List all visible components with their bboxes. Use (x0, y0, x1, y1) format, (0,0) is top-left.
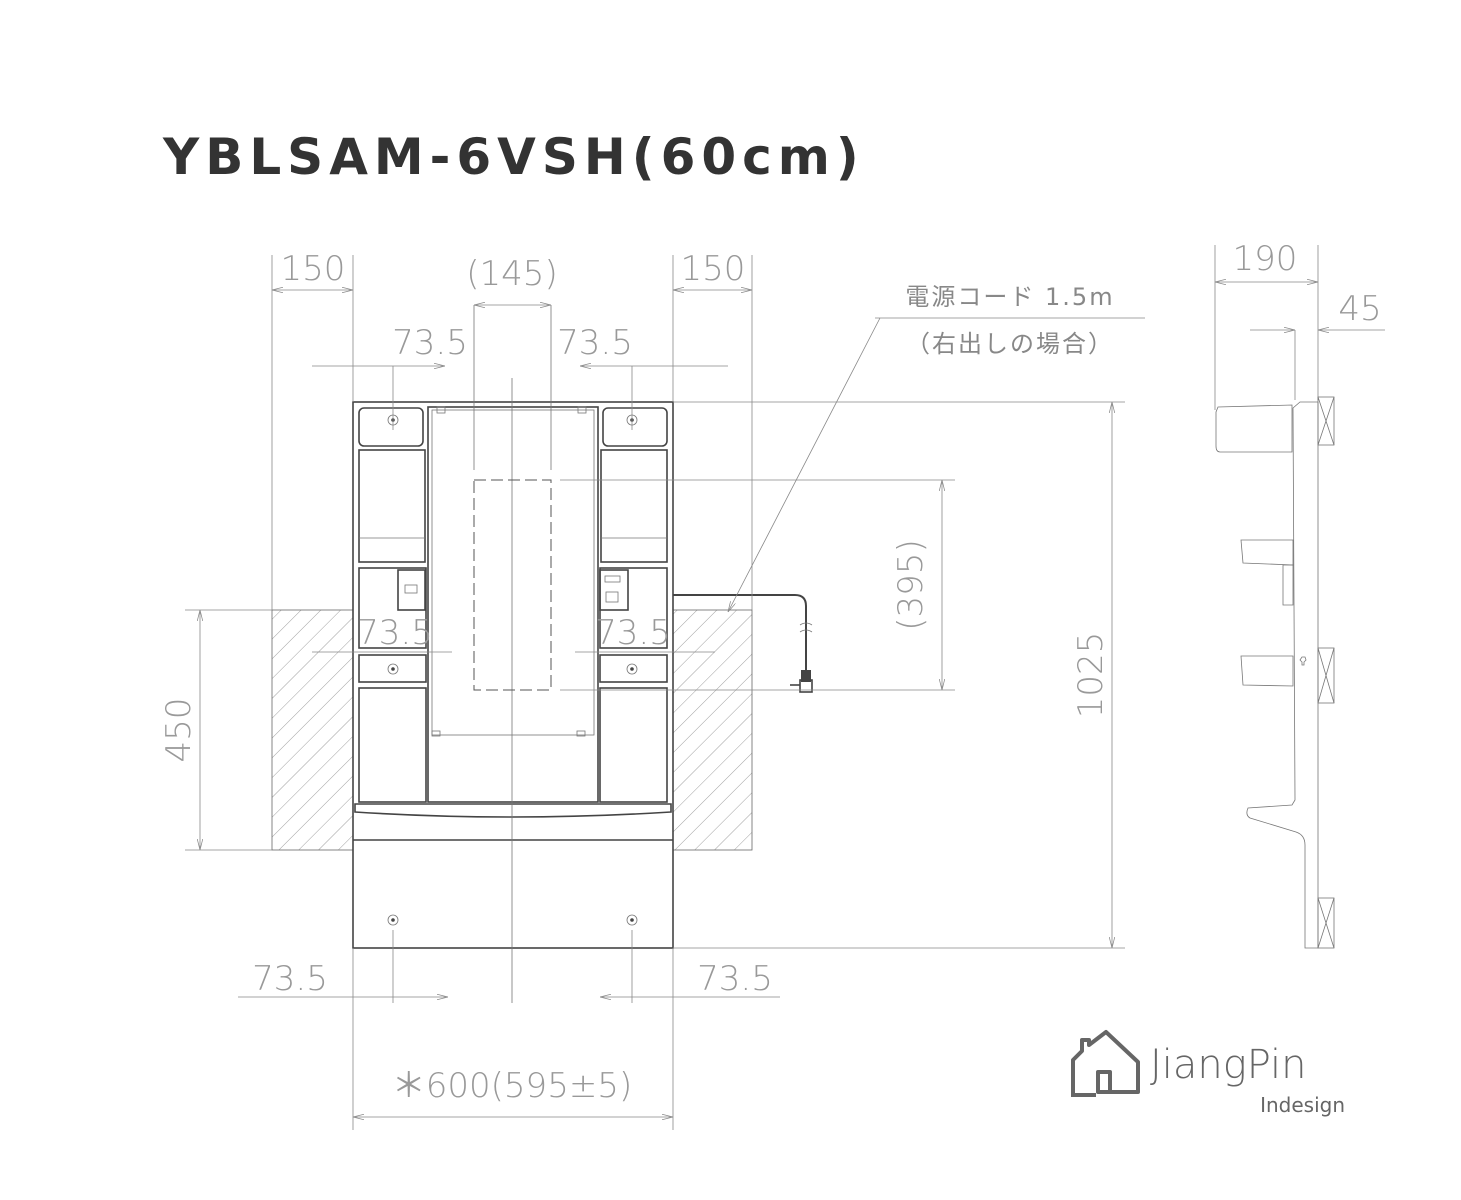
wall-area-right (672, 609, 753, 851)
logo-sub: Indesign (1260, 1093, 1345, 1117)
power-cord (673, 594, 807, 670)
wall-area-left (271, 609, 354, 851)
dim-side-depth: 190 (1233, 239, 1298, 279)
drawing-title: YBLSAM-6VSH(60cm) (163, 128, 865, 186)
dim-screw-mid-right: 73.5 (595, 613, 671, 653)
dim-top-right-width: 150 (681, 249, 746, 289)
dim-wall-height: 450 (159, 698, 199, 763)
jiangpin-logo: JiangPin Indesign (1071, 1030, 1345, 1117)
cord-note-line1: 電源コード 1.5m (905, 283, 1114, 311)
cord-note-line2: （右出しの場合） (906, 330, 1114, 358)
wall-stud-blocks (1317, 396, 1335, 949)
dim-screw-top-right: 73.5 (557, 323, 633, 363)
dim-screw-mid-left: 73.5 (357, 613, 433, 653)
dim-overall-width: ＊600(595±5) (392, 1066, 632, 1106)
dim-screw-bottom-right: 73.5 (697, 959, 773, 999)
dim-screw-bottom-left: 73.5 (252, 959, 328, 999)
dim-screw-top-left: 73.5 (392, 323, 468, 363)
front-view (352, 305, 813, 1003)
house-icon (1071, 1030, 1140, 1094)
dim-top-center-width: (145) (466, 254, 557, 294)
dim-overall-height: 1025 (1071, 632, 1111, 719)
dim-side-offset: 45 (1338, 289, 1381, 329)
dim-top-left-width: 150 (281, 249, 346, 289)
dimension-lines (185, 245, 1385, 1130)
logo-brand: JiangPin (1150, 1042, 1306, 1088)
side-view (1215, 396, 1335, 949)
dim-mirror-cutout-height: (395) (891, 539, 931, 630)
